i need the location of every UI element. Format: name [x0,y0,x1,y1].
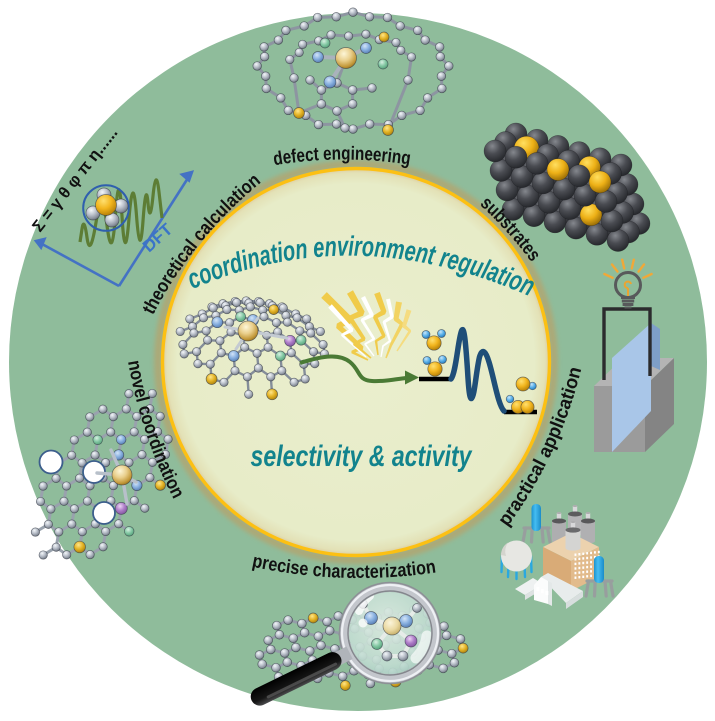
svg-text:selectivity & activity: selectivity & activity [251,440,473,473]
